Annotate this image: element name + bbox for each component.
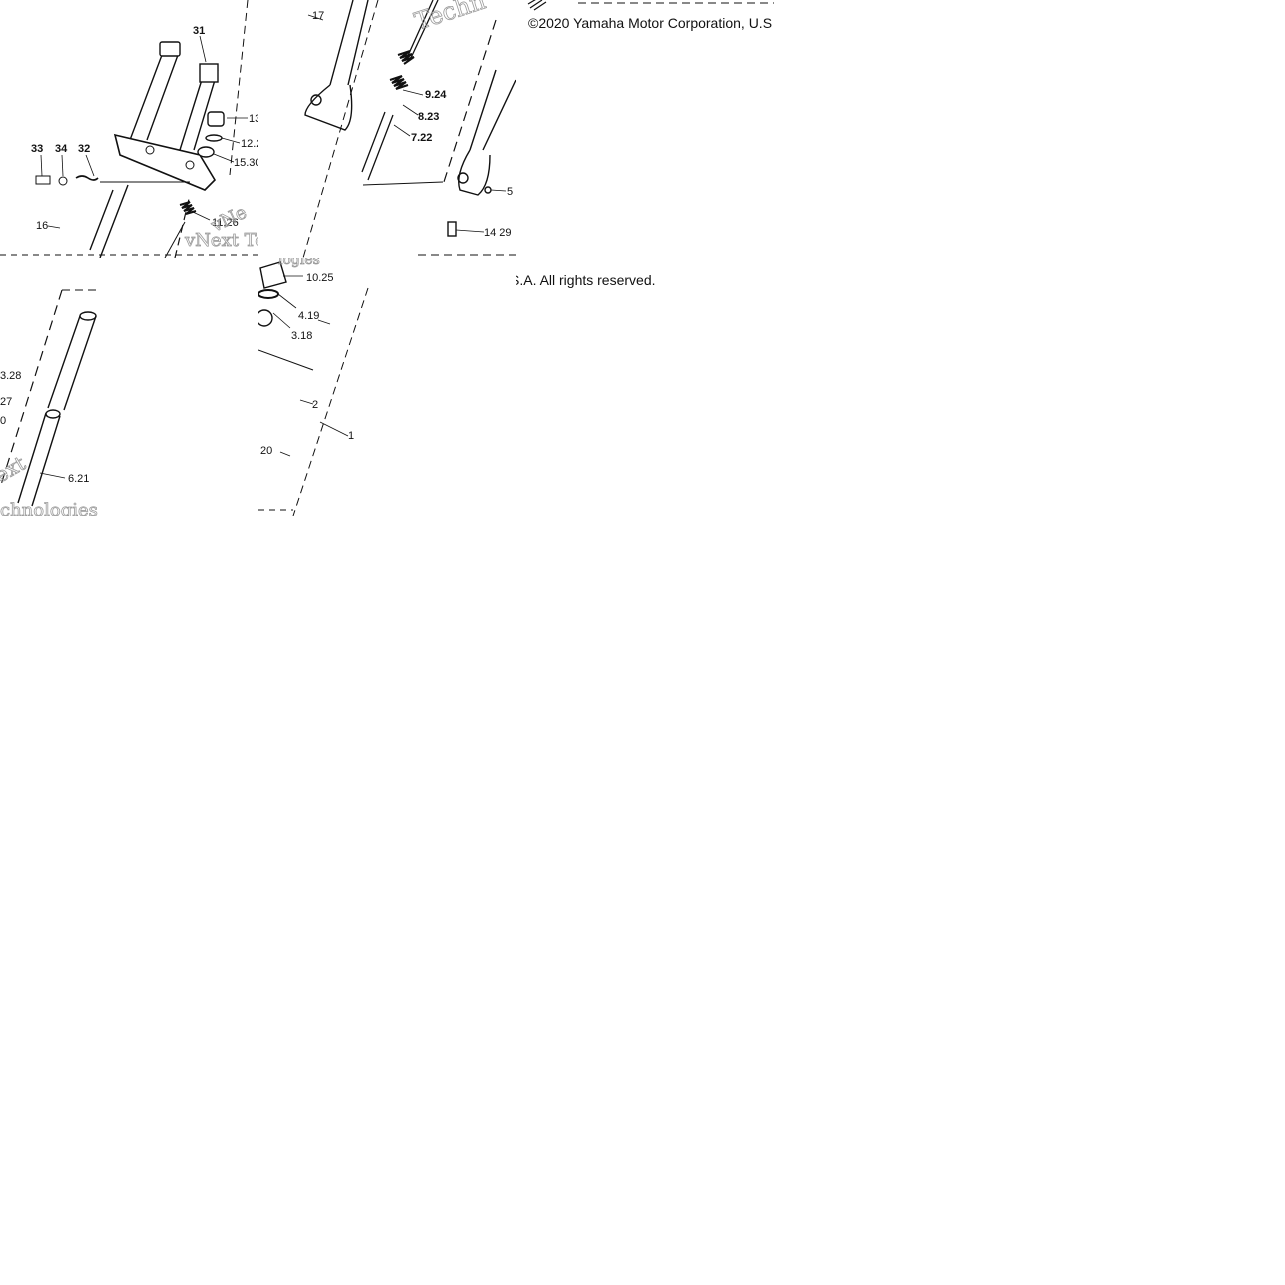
callout-6: 6.21 [68,473,89,485]
callout-1: 1 [348,430,354,442]
oil-seal [258,309,273,327]
watermark-text: Techn [411,0,489,36]
damper-rod [361,0,439,181]
dust-seal [259,261,287,289]
copyright-line-end: S.A. All rights reserved. [516,272,656,288]
diagram-tile-upper-left: 31 13 12.2 15.30 33 34 32 16 11.26 vNext… [0,0,258,258]
callout-20: 20 [260,445,272,457]
callout-13: 13 [249,113,258,125]
callout-11: 11.26 [212,217,239,229]
watermark-text: chnologies [0,500,98,516]
diagram-tile-lower-right: S.A. All rights reserved. [516,258,774,516]
callout-17: 17 [312,10,324,22]
callout-27: 27 [0,396,12,408]
slider-right [447,69,516,237]
callout-32: 32 [78,143,90,155]
callout-5: 5 [507,186,513,198]
callout-20-fragment: 0 [0,415,6,427]
circlip [258,289,279,299]
spring-11-part [179,201,197,215]
callout-33: 33 [31,143,43,155]
callout-34: 34 [55,143,68,155]
callout-8: 8.23 [418,111,439,123]
callout-9: 9.24 [425,89,447,101]
callout-14: 14 29 [484,227,512,239]
fork-tube-left [89,41,181,258]
copyright-line-start: ©2020 Yamaha Motor Corporation, U.S [528,15,773,31]
callout-7: 7.22 [411,132,432,144]
fork-upper-drawing: 31 13 12.2 15.30 33 34 32 16 11.26 vNext… [0,0,258,258]
diagram-tile-lower-left: 3.28 27 0 6.21 ext chnologies [0,258,258,516]
callout-12: 12.2 [241,138,258,150]
watermark-text: logies [278,258,320,268]
fork-lower-drawing: 3.28 27 0 6.21 ext chnologies [0,289,98,516]
callout-16: 16 [36,220,48,232]
callout-15: 15.30 [234,157,258,169]
fork-damper-drawing: 17 9.24 8.23 7.22 5 14 29 Techn [302,0,516,258]
diagram-tile-upper-middle: 17 9.24 8.23 7.22 5 14 29 Techn [258,0,516,258]
fork-crown-bracket [113,133,217,191]
watermark-text: vNext Tec [184,230,258,251]
fork-seal-drawing: 10.25 4.19 3.18 2 1 20 logies [258,258,369,516]
yamaha-logo-fragment [527,0,774,11]
o-ring-part [205,134,223,142]
diagram-tile-upper-right: ©2020 Yamaha Motor Corporation, U.S [516,0,774,258]
bolt-33-part [35,175,51,185]
cap-bolt-part [207,111,225,127]
fork-tube-right [179,63,219,151]
outer-tube-17 [304,0,369,131]
washer-34-part [58,176,68,186]
collar-part [197,146,215,158]
callout-2: 2 [312,399,318,411]
callout-3: 3.18 [291,330,312,342]
diagram-tile-lower-middle: 10.25 4.19 3.18 2 1 20 logies [258,258,516,516]
callout-3: 3.28 [0,370,21,382]
inner-tube [17,311,97,507]
callout-31: 31 [193,25,205,37]
callout-4: 4.19 [298,310,319,322]
callout-10: 10.25 [306,272,334,284]
spring-32-part [75,175,99,181]
